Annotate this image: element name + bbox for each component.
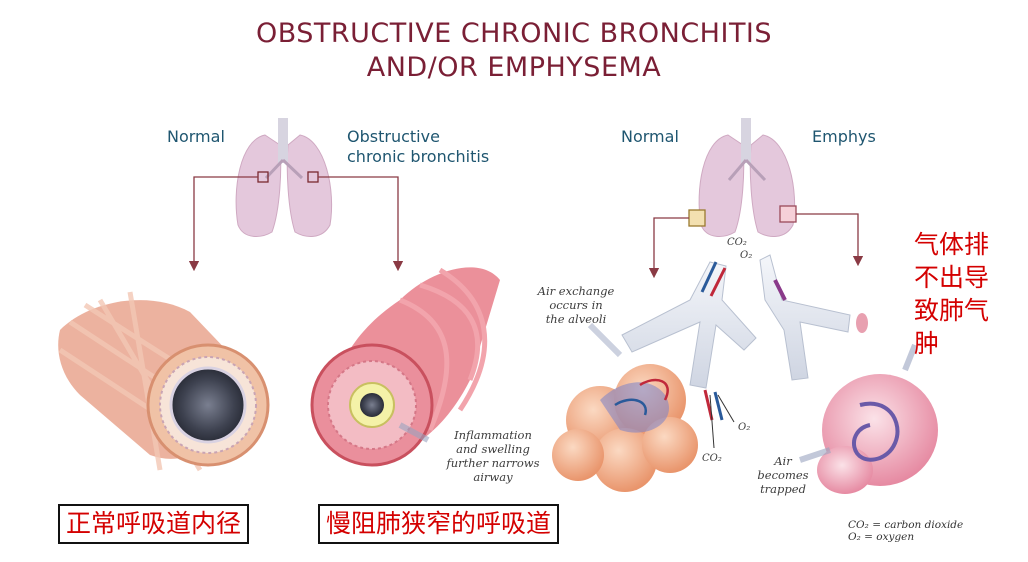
obstructed-airway-tube xyxy=(310,267,500,467)
o2-label-bottom: O₂ xyxy=(738,422,751,433)
normal-airway-cn-label: 正常呼吸道内径 xyxy=(58,504,250,544)
emphysema-label: Emphys xyxy=(812,127,876,146)
page-title: OBSTRUCTIVE CHRONIC BRONCHITIS xyxy=(255,18,773,49)
left-normal-label: Normal xyxy=(167,127,225,146)
obstructive-label-line1: Obstructive xyxy=(347,127,440,146)
left-lungs xyxy=(235,118,333,237)
inflammation-note: Inflammation and swelling further narrow… xyxy=(446,428,540,484)
legend-co2: CO₂ = carbon dioxide xyxy=(848,519,964,531)
page-subtitle: AND/OR EMPHYSEMA xyxy=(366,52,662,83)
emphysema-sac xyxy=(817,374,938,494)
gas-legend: CO₂ = carbon dioxide O₂ = oxygen xyxy=(848,519,963,543)
co2-label-bottom: CO₂ xyxy=(702,453,722,464)
normal-airway-tube xyxy=(58,291,270,472)
obstructive-label-line2: chronic bronchitis xyxy=(347,147,490,166)
emphysema-bronchiole xyxy=(759,254,868,381)
normal-bronchiole xyxy=(621,261,757,389)
air-trapped-note: Air becomes trapped xyxy=(757,454,809,496)
o2-label-top: O₂ xyxy=(740,250,753,261)
alveoli-cluster xyxy=(552,364,698,492)
narrow-airway-cn-label: 慢阻肺狭窄的呼吸道 xyxy=(318,504,560,544)
air-exchange-note: Air exchange occurs in the alveoli xyxy=(537,284,615,326)
co2-label-top: CO₂ xyxy=(727,237,747,248)
right-lungs xyxy=(688,118,797,237)
right-normal-label: Normal xyxy=(621,127,679,146)
legend-o2: O₂ = oxygen xyxy=(848,531,915,543)
emphysema-cn-note: 气体排 不出导 致肺气 肿 xyxy=(914,230,990,358)
